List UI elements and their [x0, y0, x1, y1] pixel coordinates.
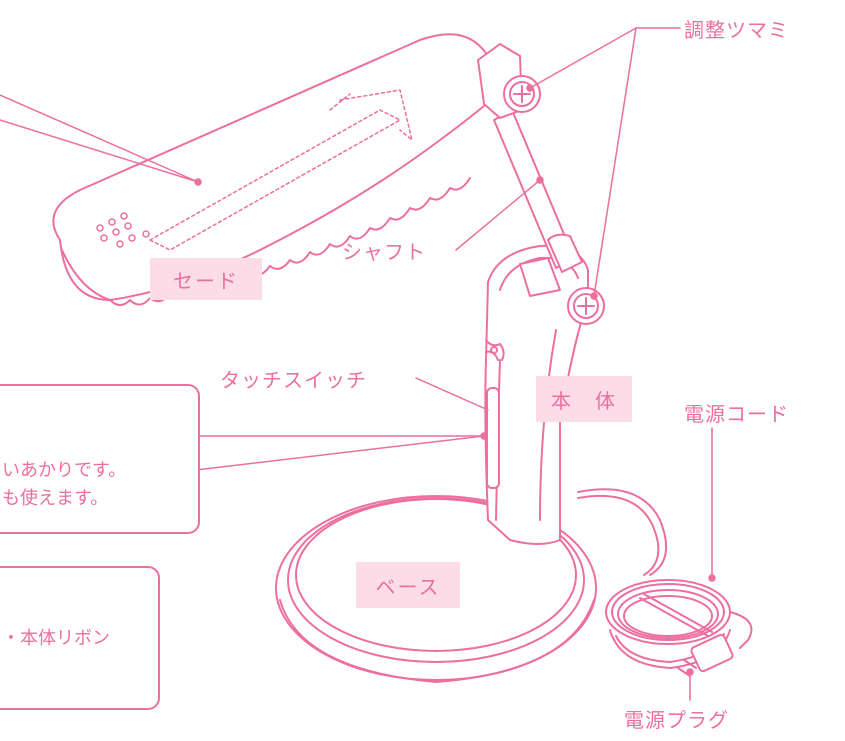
power-cord [577, 488, 753, 677]
shade-label: セード [150, 258, 262, 300]
callout-line-2: も使えます。 [2, 488, 109, 509]
ribbon-callout: ・本体リボン [0, 566, 160, 710]
knob-label: 調整ツマミ [684, 18, 789, 42]
leader-lines [0, 27, 716, 701]
power-plug-label: 電源プラグ [624, 708, 729, 732]
shaft-label: シャフト [342, 240, 426, 264]
touch-switch-label: タッチスイッチ [220, 368, 367, 392]
base-label: ベース [356, 562, 460, 608]
power-cord-label: 電源コード [684, 402, 789, 426]
touch-switch-callout: いあかりです。 も使えます。 [0, 384, 200, 534]
ribbon-callout-line: ・本体リボン [2, 628, 110, 649]
lamp-shade [52, 33, 497, 306]
top-joint [477, 43, 541, 119]
body-label: 本 体 [536, 376, 632, 422]
callout-line-1: いあかりです。 [2, 460, 127, 481]
